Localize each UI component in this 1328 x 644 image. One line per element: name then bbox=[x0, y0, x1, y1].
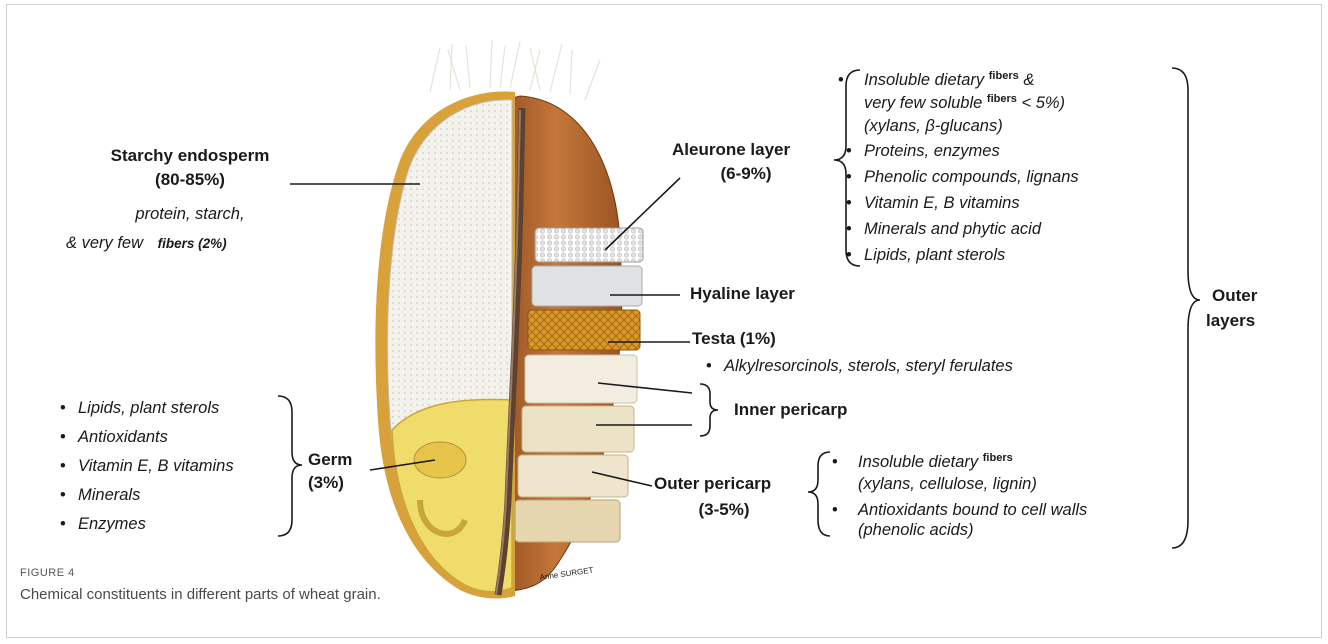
inner-pericarp-slab-1 bbox=[525, 355, 637, 403]
aleurone-fibers-text-d: < 5%) bbox=[1021, 94, 1065, 112]
inner-pericarp-brace bbox=[700, 384, 718, 436]
starchy-endosperm-line2: & very few fibers (2%) bbox=[66, 234, 227, 253]
aleurone-item: Minerals and phytic acid bbox=[846, 216, 1079, 242]
aleurone-percent: (6-9%) bbox=[672, 164, 820, 184]
testa-constituents-list: Alkylresorcinols, sterols, steryl ferula… bbox=[706, 354, 1013, 378]
starchy-endosperm-line2-prefix: & very few bbox=[66, 234, 143, 252]
aleurone-fibers-text-e: (xylans, β-glucans) bbox=[864, 117, 1003, 135]
outer-pericarp-antioxidants-item: •Antioxidants bound to cell walls (pheno… bbox=[858, 500, 1087, 540]
germ-title: Germ bbox=[308, 450, 352, 470]
germ-embryo bbox=[414, 442, 466, 478]
germ-item: Enzymes bbox=[60, 512, 234, 536]
aleurone-title: Aleurone layer bbox=[672, 140, 790, 160]
germ-item: Vitamin E, B vitamins bbox=[60, 454, 234, 478]
testa-slab bbox=[528, 310, 640, 350]
outer-pericarp-title: Outer pericarp bbox=[654, 474, 771, 494]
aleurone-slab bbox=[535, 228, 643, 262]
inner-pericarp-slab-2 bbox=[522, 406, 634, 452]
outer-pericarp-slab-2 bbox=[515, 500, 620, 542]
outer-pericarp-fibers-tag: fibers bbox=[983, 452, 1013, 464]
outer-pericarp-brace bbox=[808, 452, 830, 536]
outer-layers-brace bbox=[1172, 68, 1200, 548]
starchy-endosperm-line1: protein, starch, bbox=[90, 205, 290, 224]
outer-pericarp-percent: (3-5%) bbox=[654, 500, 794, 520]
outer-pericarp-fibers-text-b: (xylans, cellulose, lignin) bbox=[858, 475, 1037, 493]
aleurone-fibers-text-a: Insoluble dietary bbox=[864, 71, 984, 89]
testa-title: Testa (1%) bbox=[692, 329, 776, 349]
germ-item: Minerals bbox=[60, 483, 234, 507]
starchy-endosperm-fibers: fibers (2%) bbox=[158, 236, 227, 251]
figure-caption: Chemical constituents in different parts… bbox=[20, 586, 381, 603]
outer-pericarp-fibers-item: •Insoluble dietary fibers (xylans, cellu… bbox=[858, 452, 1037, 494]
aleurone-item: Lipids, plant sterols bbox=[846, 242, 1079, 268]
outer-layers-line1: Outer bbox=[1212, 286, 1257, 306]
aleurone-fibers-item: •Insoluble dietary fibers & very few sol… bbox=[864, 70, 1065, 137]
inner-pericarp-title: Inner pericarp bbox=[734, 400, 847, 420]
germ-brace bbox=[278, 396, 302, 536]
aleurone-fibers-text-c: very few soluble bbox=[864, 94, 982, 112]
germ-shape bbox=[392, 399, 512, 591]
figure-label: FIGURE 4 bbox=[20, 567, 75, 579]
germ-percent: (3%) bbox=[308, 473, 344, 493]
aleurone-item: Phenolic compounds, lignans bbox=[846, 164, 1079, 190]
aleurone-fibers-tag-2: fibers bbox=[987, 93, 1017, 105]
starchy-endosperm-title: Starchy endosperm bbox=[90, 146, 290, 166]
outer-pericarp-antioxidants-text-b: (phenolic acids) bbox=[858, 521, 974, 539]
outer-pericarp-fibers-text-a: Insoluble dietary bbox=[858, 453, 978, 471]
grain-hairs bbox=[430, 40, 600, 100]
hyaline-slab bbox=[532, 266, 642, 306]
aleurone-item: Vitamin E, B vitamins bbox=[846, 190, 1079, 216]
testa-item: Alkylresorcinols, sterols, steryl ferula… bbox=[706, 354, 1013, 378]
aleurone-fibers-text-b: & bbox=[1023, 71, 1034, 89]
outer-layers-line2: layers bbox=[1206, 311, 1255, 331]
aleurone-fibers-tag: fibers bbox=[989, 70, 1019, 82]
hyaline-title: Hyaline layer bbox=[690, 284, 795, 304]
outer-pericarp-antioxidants-text-a: Antioxidants bound to cell walls bbox=[858, 501, 1087, 519]
germ-item: Lipids, plant sterols bbox=[60, 396, 234, 420]
germ-item: Antioxidants bbox=[60, 425, 234, 449]
starchy-endosperm-percent: (80-85%) bbox=[90, 170, 290, 190]
germ-constituents-list: Lipids, plant sterols Antioxidants Vitam… bbox=[60, 396, 234, 536]
aleurone-constituents-list: Proteins, enzymes Phenolic compounds, li… bbox=[846, 138, 1079, 268]
aleurone-item: Proteins, enzymes bbox=[846, 138, 1079, 164]
